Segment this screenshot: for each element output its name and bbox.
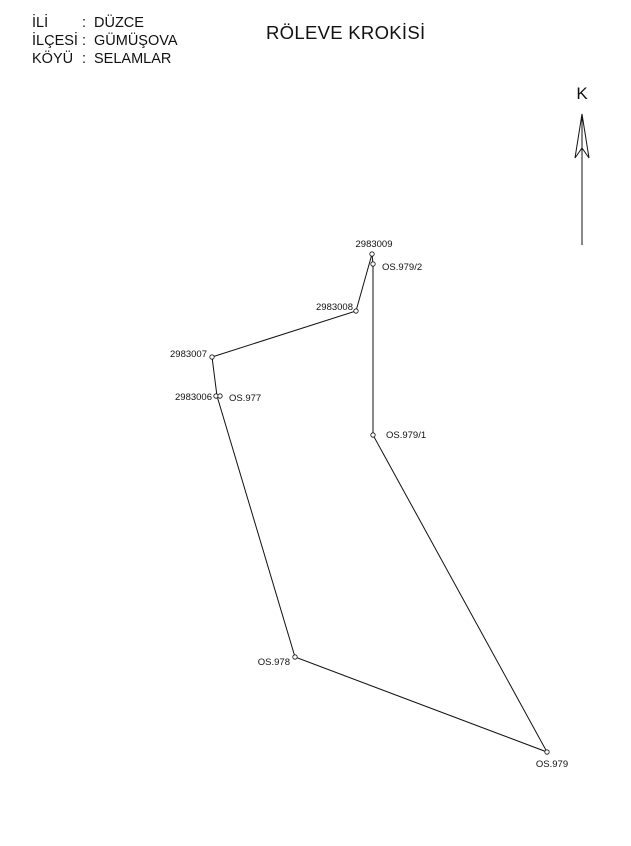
- north-arrow-icon: [574, 113, 590, 245]
- province-value: DÜZCE: [94, 15, 144, 31]
- village-value: SELAMLAR: [94, 51, 172, 67]
- parcel-info: İLİ : DÜZCE İLÇESİ : GÜMÜŞOVA KÖYÜ : SEL…: [32, 14, 178, 68]
- north-label: K: [576, 84, 588, 103]
- label-os979-1: OS.979/1: [386, 430, 426, 441]
- page-title: RÖLEVE KROKİSİ: [266, 22, 426, 43]
- label-2983007: 2983007: [170, 349, 207, 360]
- district-value: GÜMÜŞOVA: [94, 33, 178, 49]
- district-key: İLÇESİ: [32, 33, 78, 49]
- info-row-village: KÖYÜ : SELAMLAR: [32, 50, 178, 68]
- label-os978: OS.978: [258, 657, 290, 668]
- label-2983006: 2983006: [175, 392, 212, 403]
- info-row-province: İLİ : DÜZCE: [32, 14, 178, 32]
- village-separator: :: [82, 51, 87, 67]
- district-separator: :: [82, 33, 87, 49]
- parcel-boundary: [211, 253, 549, 753]
- label-os979-2: OS.979/2: [382, 262, 422, 273]
- label-2983009: 2983009: [356, 239, 393, 250]
- label-os977: OS.977: [229, 393, 261, 404]
- province-separator: :: [82, 15, 87, 31]
- point-os979-marker: [544, 749, 550, 755]
- point-2983009-marker: [369, 251, 375, 257]
- label-2983008: 2983008: [316, 302, 353, 313]
- province-key: İLİ: [32, 15, 49, 31]
- point-os979-1-marker: [370, 432, 376, 438]
- point-2983007-marker: [209, 354, 215, 360]
- north-arrow: K: [574, 84, 590, 245]
- label-os979: OS.979: [536, 759, 568, 770]
- point-os977-marker: [217, 393, 223, 399]
- survey-points: [209, 251, 550, 755]
- village-key: KÖYÜ: [32, 51, 74, 67]
- point-2983008-marker: [353, 308, 359, 314]
- point-os979-2-marker: [370, 261, 376, 267]
- info-row-district: İLÇESİ : GÜMÜŞOVA: [32, 32, 178, 50]
- point-os978-marker: [292, 654, 298, 660]
